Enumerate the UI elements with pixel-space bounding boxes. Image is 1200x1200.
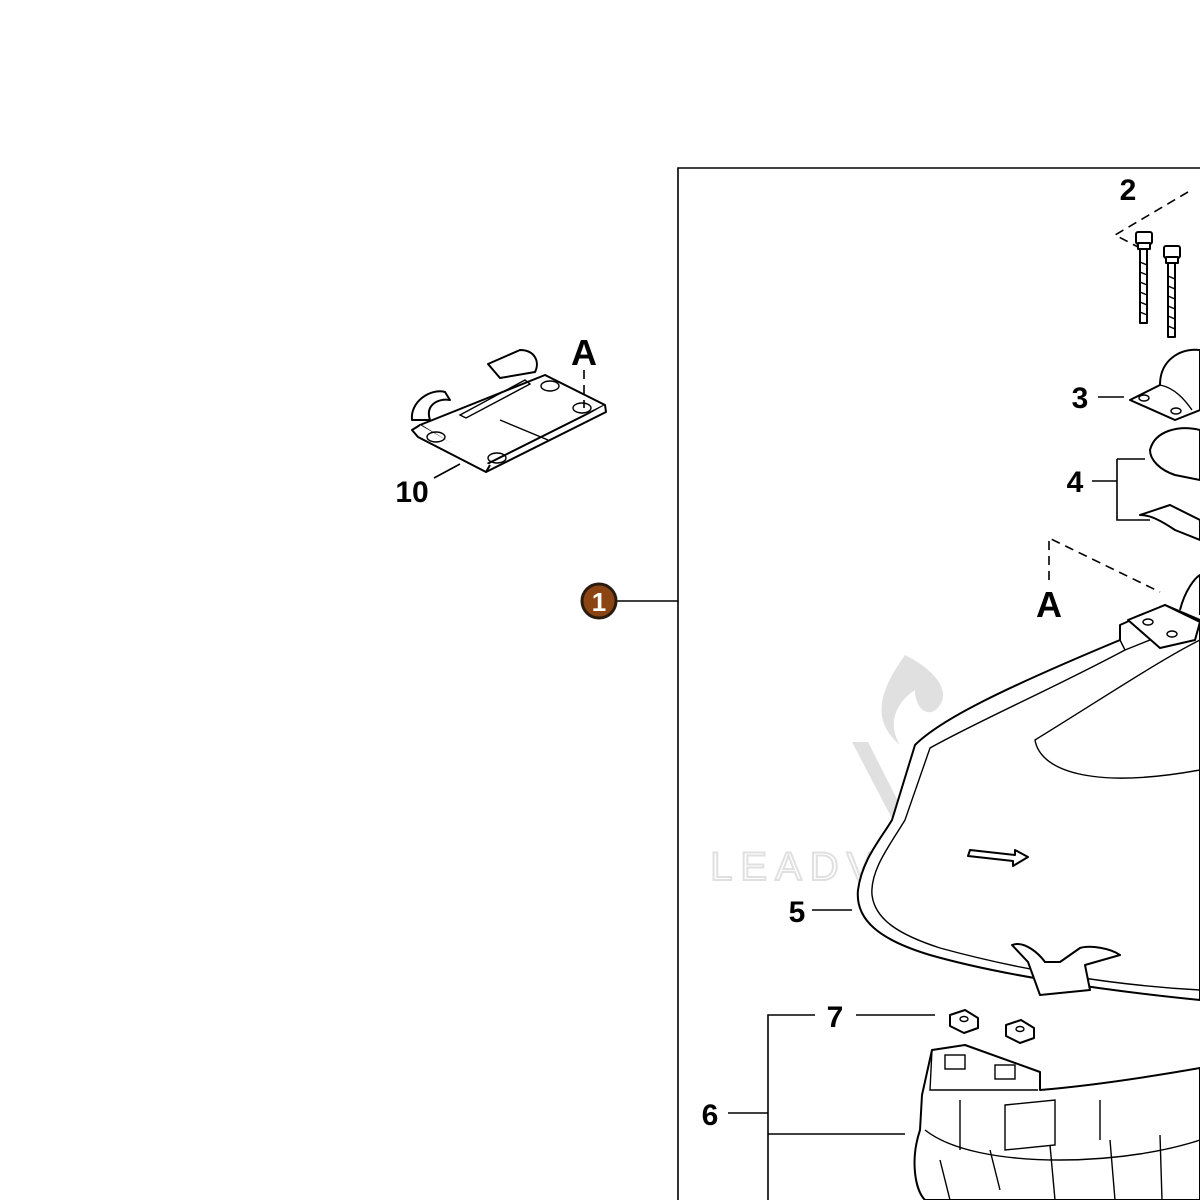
callout-4: 4: [1067, 466, 1084, 499]
callout-10-leader: [433, 463, 461, 479]
ref-a-upper: A: [571, 332, 597, 373]
part-10-plate: [410, 349, 607, 473]
part-5-guard: [856, 574, 1200, 1001]
callout-2: 2: [1120, 174, 1137, 207]
watermark-flame-icon: [881, 655, 944, 745]
callout-3: 3: [1072, 382, 1089, 415]
callout-1-badge: 1: [580, 582, 618, 620]
callout-5: 5: [789, 896, 806, 929]
part-3-clamp: [1129, 348, 1200, 421]
assembly-frame: [677, 167, 1200, 1200]
callout-6-bracket: [728, 1014, 905, 1200]
callout-4-bracket: [1092, 458, 1150, 521]
part-2-screws: [1135, 231, 1181, 338]
callout-1-number: 1: [592, 587, 606, 617]
callout-7: 7: [827, 1001, 844, 1034]
part-4-sleeves: [1139, 427, 1200, 541]
callout-6: 6: [702, 1099, 719, 1132]
part-7-nuts: [949, 1009, 1035, 1044]
ref-a-lower: A: [1036, 584, 1062, 625]
part-6-skirt: [913, 1044, 1200, 1200]
callout-10: 10: [395, 476, 428, 509]
ref-a-lower-dashline: [1048, 536, 1161, 593]
